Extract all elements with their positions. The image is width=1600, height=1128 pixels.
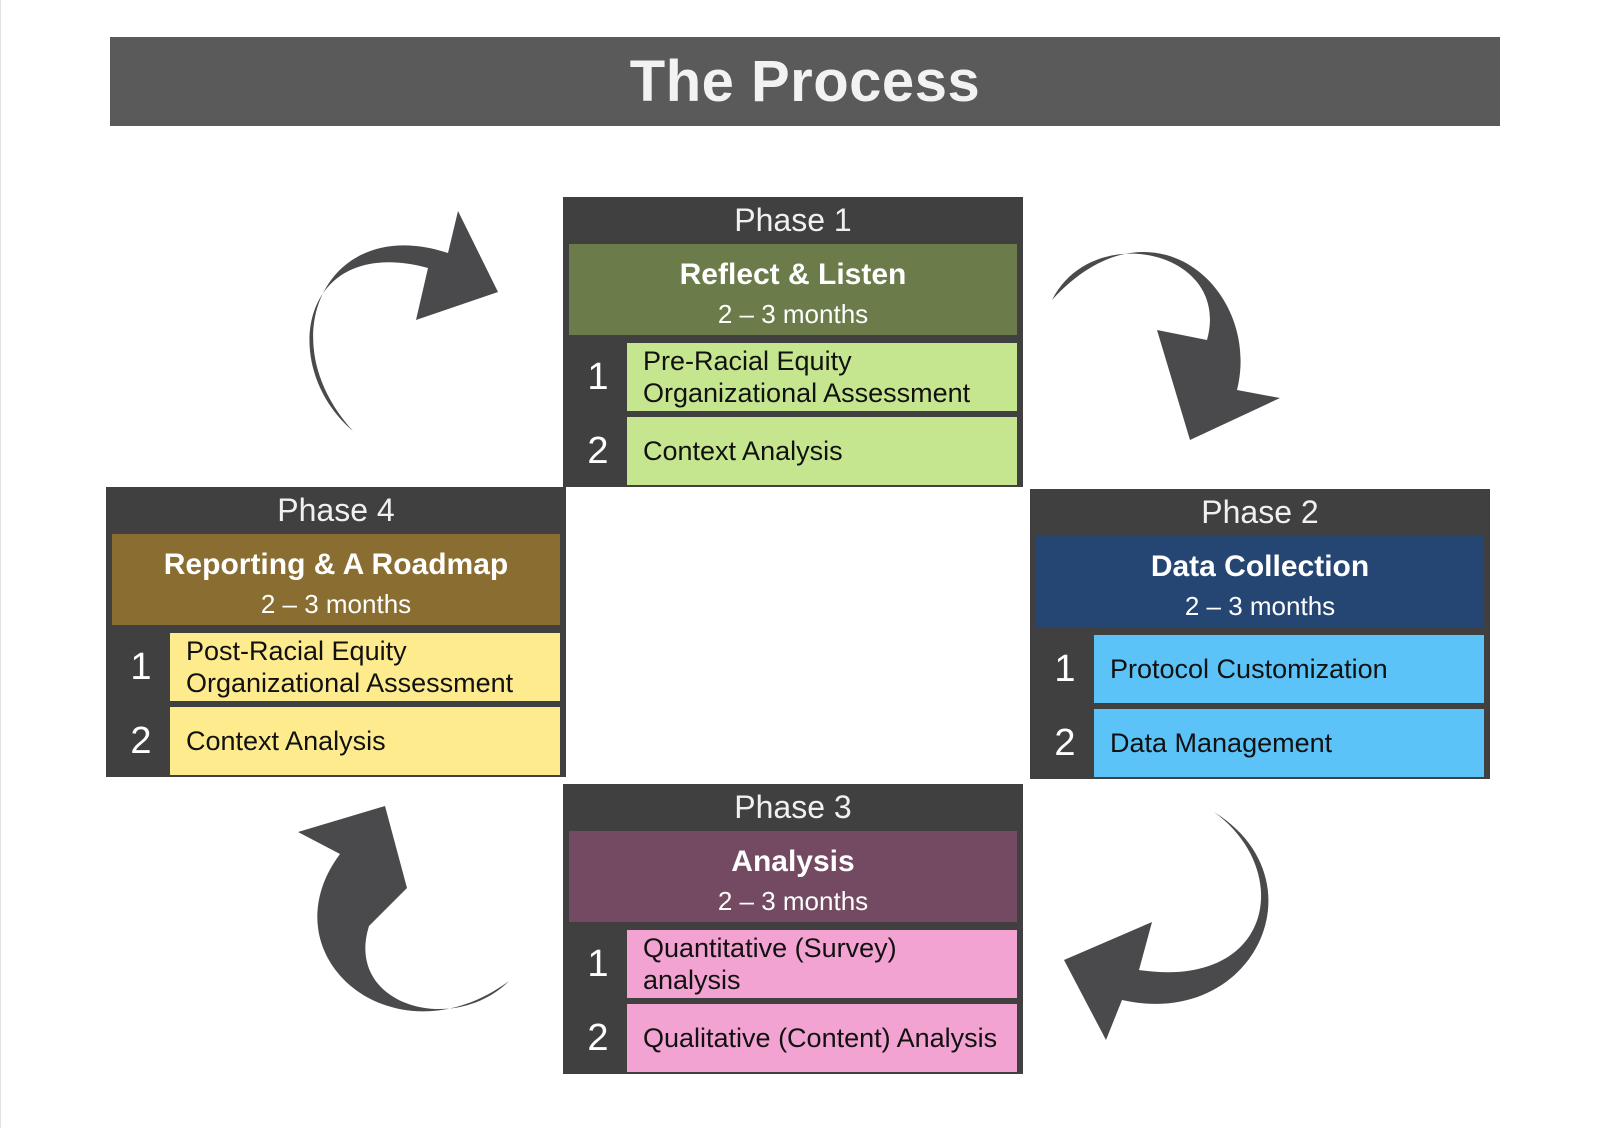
step-text: Qualitative (Content) Analysis: [627, 1004, 1017, 1072]
step-item: 2 Context Analysis: [112, 707, 560, 775]
step-item: 1 Protocol Customization: [1036, 635, 1484, 703]
step-list: 1 Quantitative (Survey) analysis 2 Quali…: [569, 930, 1017, 1072]
phase-label: Phase 3: [734, 789, 852, 825]
step-list: 1 Post-Racial Equity Organizational Asse…: [112, 633, 560, 775]
step-text: Post-Racial Equity Organizational Assess…: [170, 633, 560, 701]
phase-duration: 2 – 3 months: [1184, 591, 1336, 621]
step-list: 1 Protocol Customization 2 Data Manageme…: [1036, 635, 1484, 777]
step-number: 1: [130, 645, 152, 688]
step-number: 1: [587, 942, 609, 985]
phase-2-card: Phase 2 Data Collection 2 – 3 months 1 P…: [1030, 489, 1490, 779]
phase-4-card: Phase 4 Reporting & A Roadmap 2 – 3 mont…: [106, 487, 566, 777]
step-item: 1 Pre-Racial Equity Organizational Asses…: [569, 343, 1017, 411]
step-number: 1: [1054, 647, 1076, 690]
curved-arrow-icon-bottom-left: [298, 806, 509, 1012]
step-item: 1 Post-Racial Equity Organizational Asse…: [112, 633, 560, 701]
step-item: 2 Qualitative (Content) Analysis: [569, 1004, 1017, 1072]
step-text: Quantitative (Survey) analysis: [627, 930, 1017, 998]
phase-duration: 2 – 3 months: [717, 299, 869, 329]
step-number: 2: [1054, 721, 1076, 764]
phase-duration: 2 – 3 months: [260, 589, 412, 619]
phase-label: Phase 2: [1201, 494, 1319, 530]
step-number: 2: [587, 1016, 609, 1059]
phase-duration: 2 – 3 months: [717, 886, 869, 916]
step-text: Context Analysis: [170, 707, 560, 775]
step-item: 2 Context Analysis: [569, 417, 1017, 485]
phase-label: Phase 4: [277, 492, 395, 528]
phase-header: Reflect & Listen 2 – 3 months: [569, 244, 1017, 335]
page-edge: [0, 0, 1, 1128]
phase-header: Analysis 2 – 3 months: [569, 831, 1017, 922]
phase-name: Reporting & A Roadmap: [163, 548, 509, 581]
step-number: 1: [587, 355, 609, 398]
phase-name: Analysis: [731, 845, 855, 878]
phase-name: Data Collection: [1150, 550, 1370, 583]
curved-arrow-icon-bottom-right: [1064, 812, 1269, 1040]
step-item: 1 Quantitative (Survey) analysis: [569, 930, 1017, 998]
phase-header: Reporting & A Roadmap 2 – 3 months: [112, 534, 560, 625]
step-item: 2 Data Management: [1036, 709, 1484, 777]
curved-arrow-icon-top-left: [309, 211, 498, 431]
step-text: Context Analysis: [627, 417, 1017, 485]
phase-name: Reflect & Listen: [679, 258, 907, 291]
page-title: The Process: [110, 37, 1500, 126]
step-text: Protocol Customization: [1094, 635, 1484, 703]
curved-arrow-icon-top-right: [1052, 251, 1280, 440]
phase-header: Data Collection 2 – 3 months: [1036, 536, 1484, 627]
phase-1-card: Phase 1 Reflect & Listen 2 – 3 months 1 …: [563, 197, 1023, 487]
phase-3-card: Phase 3 Analysis 2 – 3 months 1 Quantita…: [563, 784, 1023, 1074]
step-list: 1 Pre-Racial Equity Organizational Asses…: [569, 343, 1017, 485]
step-text: Pre-Racial Equity Organizational Assessm…: [627, 343, 1017, 411]
step-number: 2: [130, 719, 152, 762]
phase-label: Phase 1: [734, 202, 852, 238]
step-text: Data Management: [1094, 709, 1484, 777]
step-number: 2: [587, 429, 609, 472]
